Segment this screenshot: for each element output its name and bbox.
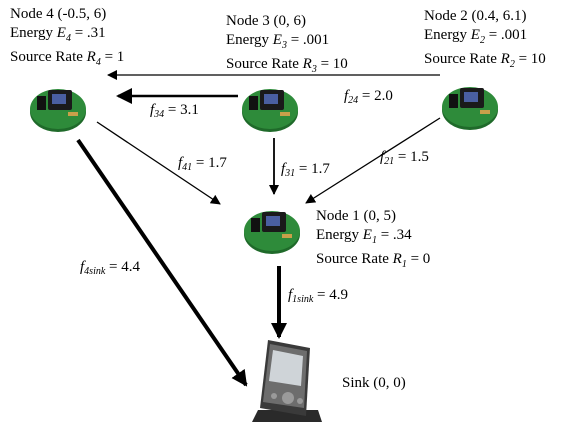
flow-f31-sub: 31 xyxy=(285,168,296,179)
node-2-energy-value: = .001 xyxy=(484,27,528,43)
node-2-rate-symbol: R xyxy=(500,51,510,67)
flow-label-f1sink: f1sink = 4.9 xyxy=(288,286,348,309)
edge-node4-to-sink xyxy=(76,138,248,387)
node-4-energy: Energy E4 = .31 xyxy=(10,24,124,48)
node-2-energy-symbol: E xyxy=(470,27,480,43)
node-1-energy-prefix: Energy xyxy=(316,227,363,243)
flow-label-f4sink: f4sink = 4.4 xyxy=(80,258,140,281)
node-3-name: Node 3 (0, 6) xyxy=(226,13,306,29)
node-4-rate-sub: 4 xyxy=(95,57,101,68)
node-2-rate-value: = 10 xyxy=(514,51,546,67)
node-1-rate-sub: 1 xyxy=(401,259,407,270)
flow-f21-sub: 21 xyxy=(384,156,395,167)
node-3-energy-prefix: Energy xyxy=(226,32,273,48)
node-1-rate-prefix: Source Rate xyxy=(316,251,393,267)
flow-f34-sub: 34 xyxy=(154,109,165,120)
node-1-label: Node 1 (0, 5) Energy E1 = .34 Source Rat… xyxy=(316,207,430,274)
node-4-name: Node 4 (-0.5, 6) xyxy=(10,6,107,22)
node-3-rate-prefix: Source Rate xyxy=(226,56,303,72)
node-4-rate-symbol: R xyxy=(86,49,96,65)
flow-label-f21: f21 = 1.5 xyxy=(380,148,429,171)
node-1-energy-sub: 1 xyxy=(371,235,377,246)
node-1-name: Node 1 (0, 5) xyxy=(316,208,396,224)
node-3-energy-symbol: E xyxy=(272,32,282,48)
node-2-rate-prefix: Source Rate xyxy=(424,51,501,67)
node-1-energy: Energy E1 = .34 xyxy=(316,226,430,250)
node-4-rate-value: = 1 xyxy=(100,49,125,65)
node-2-energy-sub: 2 xyxy=(479,35,485,46)
node-4-rate-prefix: Source Rate xyxy=(10,49,87,65)
node-2-energy-prefix: Energy xyxy=(424,27,471,43)
flow-f21-value: = 1.5 xyxy=(394,149,429,165)
flow-f34-value: = 3.1 xyxy=(164,102,199,118)
node-1-rate: Source Rate R1 = 0 xyxy=(316,250,430,274)
flow-f24-value: = 2.0 xyxy=(358,88,393,104)
sensor-node-1-icon xyxy=(244,211,300,254)
node-3-rate-sub: 3 xyxy=(311,64,317,75)
flow-f34-symbol: f xyxy=(150,102,155,118)
flow-label-f24: f24 = 2.0 xyxy=(344,87,393,110)
flow-f31-symbol: f xyxy=(281,161,286,177)
node-4-energy-sub: 4 xyxy=(65,33,71,44)
node-3-energy-value: = .001 xyxy=(286,32,330,48)
node-2-name: Node 2 (0.4, 6.1) xyxy=(424,8,527,24)
flow-f41-sub: 41 xyxy=(182,162,193,173)
sensor-node-3-icon xyxy=(242,89,298,132)
node-3-energy-sub: 3 xyxy=(281,40,287,51)
flow-f24-sub: 24 xyxy=(348,95,359,106)
node-1-energy-value: = .34 xyxy=(376,227,412,243)
flow-label-f41: f41 = 1.7 xyxy=(178,154,227,177)
node-4-energy-value: = .31 xyxy=(70,25,106,41)
flow-f1sink-symbol: f xyxy=(288,287,293,303)
sensor-node-2-icon xyxy=(442,87,498,130)
node-1-energy-symbol: E xyxy=(362,227,372,243)
node-3-label: Node 3 (0, 6) Energy E3 = .001 Source Ra… xyxy=(226,12,348,79)
flow-f31-value: = 1.7 xyxy=(295,161,330,177)
node-4-rate: Source Rate R4 = 1 xyxy=(10,48,124,72)
sink-pda-icon xyxy=(252,340,322,422)
flow-f1sink-value: = 4.9 xyxy=(313,287,348,303)
flow-f1sink-sub: 1sink xyxy=(292,294,314,305)
sensor-node-4-icon xyxy=(30,89,86,132)
node-3-energy: Energy E3 = .001 xyxy=(226,31,348,55)
flow-f4sink-symbol: f xyxy=(80,259,85,275)
node-1-rate-value: = 0 xyxy=(406,251,431,267)
sink-label: Sink (0, 0) xyxy=(342,375,406,391)
node-2-rate-sub: 2 xyxy=(509,59,515,70)
flow-f4sink-sub: 4sink xyxy=(84,266,106,277)
edge-node2-to-node1 xyxy=(305,117,441,204)
edge-node4-to-node1 xyxy=(96,121,221,205)
flow-f41-value: = 1.7 xyxy=(192,155,227,171)
flow-label-f31: f31 = 1.7 xyxy=(281,160,330,183)
flow-f24-symbol: f xyxy=(344,88,349,104)
node-4-label: Node 4 (-0.5, 6) Energy E4 = .31 Source … xyxy=(10,5,124,72)
flow-label-f34: f34 = 3.1 xyxy=(150,101,199,124)
node-2-energy: Energy E2 = .001 xyxy=(424,26,546,50)
node-3-rate: Source Rate R3 = 10 xyxy=(226,55,348,79)
node-4-energy-symbol: E xyxy=(56,25,66,41)
node-2-label: Node 2 (0.4, 6.1) Energy E2 = .001 Sourc… xyxy=(424,7,546,74)
flow-f21-symbol: f xyxy=(380,149,385,165)
node-3-rate-value: = 10 xyxy=(316,56,348,72)
node-2-rate: Source Rate R2 = 10 xyxy=(424,50,546,74)
flow-f4sink-value: = 4.4 xyxy=(105,259,140,275)
node-3-rate-symbol: R xyxy=(302,56,312,72)
node-4-energy-prefix: Energy xyxy=(10,25,57,41)
node-1-rate-symbol: R xyxy=(392,251,402,267)
flow-f41-symbol: f xyxy=(178,155,183,171)
